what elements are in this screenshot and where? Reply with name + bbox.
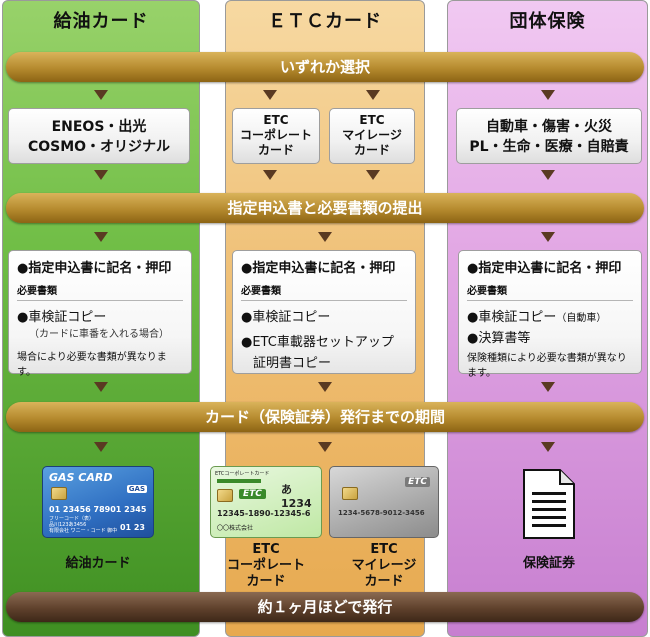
etc-corp-label-line3: カード bbox=[246, 574, 286, 589]
chip-icon bbox=[342, 487, 358, 500]
arrow-down-icon bbox=[541, 90, 555, 100]
fuel-card-title: 給油カード bbox=[53, 11, 149, 32]
submit-documents-bar: 指定申込書と必要書類の提出 bbox=[6, 193, 644, 223]
arrow-down-icon bbox=[94, 382, 108, 392]
etc-mileage-option-box: ETC マイレージ カード bbox=[329, 108, 415, 164]
etc-requirements-box: ●指定申込書に記名・押印 必要書類 ●車検証コピー ●ETC車載器セットアップ … bbox=[232, 250, 416, 374]
ins-req-item1-row: ●車検証コピー（自動車） bbox=[467, 306, 633, 325]
gas-card-number: 01 23456 78901 2345 bbox=[49, 505, 147, 514]
gas-card-brand: GAS bbox=[126, 485, 147, 493]
etc-corp-card-header: ETCコーポレートカード bbox=[215, 471, 270, 477]
fuel-option-line1: ENEOS・出光 bbox=[51, 119, 147, 135]
etc-corp-line3: カード bbox=[257, 143, 294, 157]
etc-corporate-option-box: ETC コーポレート カード bbox=[232, 108, 320, 164]
insurance-option-line2: PL・生命・医療・自賠責 bbox=[469, 139, 629, 155]
arrow-down-icon bbox=[541, 382, 555, 392]
etc-mile-line1: ETC bbox=[359, 113, 385, 127]
etc-corp-line1: ETC bbox=[263, 113, 289, 127]
etc-req-sub: 必要書類 bbox=[241, 282, 407, 301]
ins-req-head: ●指定申込書に記名・押印 bbox=[467, 261, 622, 276]
document-icon bbox=[523, 469, 575, 539]
etc-corp-card-plate: あ1234 bbox=[281, 483, 312, 510]
etc-corporate-card-image: ETCコーポレートカード ETC あ1234 12345-1890-12345-… bbox=[210, 466, 322, 538]
fuel-req-foot: 場合により必要な書類が異なります。 bbox=[17, 352, 167, 378]
fuel-option-box: ENEOS・出光 COSMO・オリジナル bbox=[8, 108, 190, 164]
arrow-down-icon bbox=[318, 232, 332, 242]
etc-mile-label-line3: カード bbox=[364, 574, 404, 589]
chip-icon bbox=[51, 487, 67, 500]
ins-req-item1: ●車検証コピー bbox=[467, 310, 557, 325]
gas-card-expiry: 01 23 bbox=[119, 523, 145, 532]
insurance-requirements-box: ●指定申込書に記名・押印 必要書類 ●車検証コピー（自動車） ●決算書等 保険種… bbox=[458, 250, 642, 379]
arrow-down-icon bbox=[94, 170, 108, 180]
arrow-down-icon bbox=[318, 442, 332, 452]
etc-req-item1: ●車検証コピー bbox=[241, 310, 331, 325]
arrow-down-icon bbox=[263, 170, 277, 180]
arrow-down-icon bbox=[366, 90, 380, 100]
insurance-title: 団体保険 bbox=[509, 11, 586, 32]
stripe-decoration bbox=[217, 479, 261, 483]
etc-corp-line2: コーポレート bbox=[239, 128, 312, 142]
arrow-down-icon bbox=[318, 382, 332, 392]
issue-bar: 約１ヶ月ほどで発行 bbox=[6, 592, 644, 622]
fuel-req-sub: 必要書類 bbox=[17, 282, 183, 301]
ins-req-item1-note: （自動車） bbox=[556, 313, 607, 324]
select-bar: いずれか選択 bbox=[6, 52, 644, 82]
arrow-down-icon bbox=[94, 232, 108, 242]
gas-card-line2: 品川123あ3456 bbox=[49, 522, 87, 528]
etc-mileage-card-image: ETC 1234-5678-9012-3456 bbox=[329, 466, 439, 538]
etc-req-item2b: 証明書コピー bbox=[253, 356, 332, 371]
etc-corporate-card-label: ETC コーポレート カード bbox=[214, 542, 318, 590]
fuel-option-line2: COSMO・オリジナル bbox=[27, 139, 171, 155]
insurance-policy-label: 保険証券 bbox=[522, 556, 575, 571]
arrow-down-icon bbox=[541, 232, 555, 242]
etc-mile-card-number: 1234-5678-9012-3456 bbox=[338, 509, 425, 517]
arrow-down-icon bbox=[94, 90, 108, 100]
etc-corp-label-line1: ETC bbox=[252, 542, 280, 557]
arrow-down-icon bbox=[366, 170, 380, 180]
etc-card-title: ＥＴＣカード bbox=[268, 11, 382, 32]
gas-card-line1: フリーコード（表） bbox=[49, 516, 95, 522]
etc-mileage-card-label: ETC マイレージ カード bbox=[330, 542, 438, 590]
fuel-req-item1: ●車検証コピー bbox=[17, 310, 107, 325]
ins-req-foot: 保険種類により必要な書類が異なります。 bbox=[467, 353, 627, 379]
etc-corp-card-number: 12345-1890-12345-6 bbox=[217, 509, 311, 518]
arrow-down-icon bbox=[541, 170, 555, 180]
fuel-req-head: ●指定申込書に記名・押印 bbox=[17, 261, 172, 276]
etc-mile-label-line1: ETC bbox=[370, 542, 398, 557]
etc-mile-line3: カード bbox=[353, 143, 390, 157]
gas-card-image: GAS CARD GAS 01 23456 78901 2345 フリーコード（… bbox=[42, 466, 154, 538]
fuel-req-note1: （カードに車番を入れる場合） bbox=[29, 329, 169, 340]
insurance-option-box: 自動車・傷害・火災 PL・生命・医療・自賠責 bbox=[456, 108, 642, 164]
gas-card-title: GAS CARD bbox=[49, 471, 113, 484]
etc-corp-card-logo: ETC bbox=[239, 489, 266, 499]
arrow-down-icon bbox=[94, 442, 108, 452]
issue-period-bar: カード（保険証券）発行までの期間 bbox=[6, 402, 644, 432]
fuel-requirements-box: ●指定申込書に記名・押印 必要書類 ●車検証コピー （カードに車番を入れる場合）… bbox=[8, 250, 192, 378]
chip-icon bbox=[217, 489, 233, 502]
etc-corp-card-company: 〇〇株式会社 bbox=[217, 525, 254, 532]
ins-req-sub: 必要書類 bbox=[467, 282, 633, 301]
etc-req-head: ●指定申込書に記名・押印 bbox=[241, 261, 396, 276]
etc-mile-card-logo: ETC bbox=[405, 477, 430, 487]
gas-card-label: 給油カード bbox=[65, 556, 131, 571]
insurance-option-line1: 自動車・傷害・火災 bbox=[486, 119, 612, 135]
arrow-down-icon bbox=[541, 442, 555, 452]
etc-mile-line2: マイレージ bbox=[342, 128, 402, 142]
etc-req-item2: ●ETC車載器セットアップ bbox=[241, 335, 394, 350]
ins-req-item2: ●決算書等 bbox=[467, 331, 531, 346]
etc-mile-label-line2: マイレージ bbox=[351, 558, 417, 573]
etc-corp-label-line2: コーポレート bbox=[226, 558, 305, 573]
gas-card-line3: 有限会社 ワニー・コード 御中 bbox=[49, 528, 118, 534]
arrow-down-icon bbox=[263, 90, 277, 100]
